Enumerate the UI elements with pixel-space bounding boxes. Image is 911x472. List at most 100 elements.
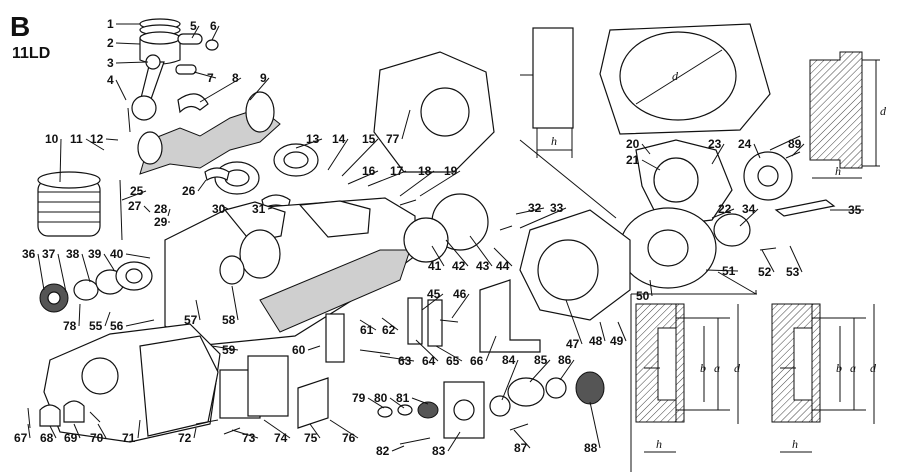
model-label: 11LD <box>12 45 50 62</box>
part-number-89: 89 <box>788 137 802 151</box>
callout-leader-83 <box>447 431 461 452</box>
part-number-51: 51 <box>722 264 736 278</box>
callout-leader-71 <box>137 419 141 439</box>
part-number-47: 47 <box>566 337 580 351</box>
callout-leader-74 <box>263 419 291 439</box>
callout-leader-41 <box>431 245 445 267</box>
callout-leader-69 <box>73 423 81 439</box>
flywheel <box>619 199 836 289</box>
callout-leader-42 <box>445 239 469 267</box>
part-number-65: 65 <box>446 354 460 368</box>
callout-leader-2 <box>115 42 141 45</box>
part-number-84: 84 <box>502 353 516 367</box>
callout-leader-14 <box>327 138 349 171</box>
part-number-16: 16 <box>362 164 376 178</box>
part-number-80: 80 <box>374 391 388 405</box>
part-number-78: 78 <box>63 319 77 333</box>
part-number-56: 56 <box>110 319 124 333</box>
callout-leader-28 <box>167 208 171 217</box>
part-number-28: 28 <box>154 202 168 216</box>
callout-leader-26 <box>197 179 207 192</box>
callout-leader-3 <box>115 61 149 64</box>
part-number-21: 21 <box>626 153 640 167</box>
callout-leader-72 <box>193 427 197 439</box>
callout-leader-58 <box>231 285 239 321</box>
part-number-27: 27 <box>128 199 142 213</box>
callout-leader-81 <box>411 397 429 405</box>
callout-leader-33 <box>519 207 567 229</box>
callout-leader-61 <box>359 319 377 331</box>
part-number-20: 20 <box>626 137 640 151</box>
part-number-19: 19 <box>444 164 458 178</box>
callout-leader-56 <box>125 319 155 327</box>
callout-leader-78 <box>78 303 81 327</box>
dim-b-right: b <box>836 361 842 375</box>
part-number-36: 36 <box>22 247 36 261</box>
part-number-49: 49 <box>610 334 624 348</box>
cooling-fan <box>635 139 793 227</box>
dim-d-housing: d <box>672 69 679 83</box>
part-number-42: 42 <box>452 259 466 273</box>
callout-leader-44 <box>493 247 513 267</box>
callout-leader-65 <box>435 345 463 362</box>
callout-leader-16 <box>347 170 379 185</box>
part-number-6: 6 <box>210 19 217 33</box>
part-number-67: 67 <box>14 431 28 445</box>
dim-h-flange: h <box>835 164 841 178</box>
part-number-61: 61 <box>360 323 374 337</box>
part-number-12: 12 <box>90 132 104 146</box>
callout-leader-88 <box>589 401 601 449</box>
callout-leader-59 <box>211 345 239 351</box>
ring-section-left <box>635 303 739 453</box>
part-number-7: 7 <box>207 71 214 85</box>
part-number-85: 85 <box>534 353 548 367</box>
part-number-88: 88 <box>584 441 598 455</box>
part-number-48: 48 <box>589 334 603 348</box>
callout-leader-13 <box>295 138 323 149</box>
callout-leader-34 <box>739 208 759 227</box>
callout-leader-84 <box>501 359 519 401</box>
callout-leader-57 <box>195 299 201 321</box>
callout-leader-77 <box>401 109 411 140</box>
part-number-58: 58 <box>222 313 236 327</box>
part-number-73: 73 <box>242 431 256 445</box>
part-number-76: 76 <box>342 431 356 445</box>
callout-leader-47 <box>565 299 583 345</box>
part-number-45: 45 <box>427 287 441 301</box>
part-number-31: 31 <box>252 202 266 216</box>
part-number-41: 41 <box>428 259 442 273</box>
callout-leader-87 <box>513 429 531 449</box>
part-number-37: 37 <box>42 247 56 261</box>
part-number-81: 81 <box>396 391 410 405</box>
part-number-66: 66 <box>470 354 484 368</box>
callout-leader-8 <box>199 77 242 103</box>
part-number-59: 59 <box>222 343 236 357</box>
part-number-55: 55 <box>89 319 103 333</box>
housing-plate <box>373 51 495 173</box>
callout-leader-4 <box>115 79 127 101</box>
part-number-75: 75 <box>304 431 318 445</box>
dim-h-right: h <box>792 437 798 451</box>
bracket <box>479 279 541 353</box>
callout-leader-18 <box>399 170 435 197</box>
callout-leader-7 <box>193 71 217 79</box>
part-number-69: 69 <box>64 431 78 445</box>
callout-leader-85 <box>529 359 551 383</box>
callout-leader-12 <box>105 138 119 141</box>
callout-leader-70 <box>97 423 107 439</box>
callout-leader-53 <box>789 245 803 273</box>
part-number-10: 10 <box>45 132 59 146</box>
part-number-15: 15 <box>362 132 376 146</box>
callout-leader-51 <box>705 269 739 272</box>
part-number-26: 26 <box>182 184 196 198</box>
callout-leader-68 <box>49 425 57 439</box>
part-number-25: 25 <box>130 184 144 198</box>
dim-d-right: d <box>870 361 877 375</box>
callout-leader-82 <box>391 445 405 452</box>
callout-leader-75 <box>309 423 321 439</box>
callout-leader-17 <box>367 170 407 187</box>
part-number-30: 30 <box>212 202 226 216</box>
part-number-57: 57 <box>184 313 198 327</box>
